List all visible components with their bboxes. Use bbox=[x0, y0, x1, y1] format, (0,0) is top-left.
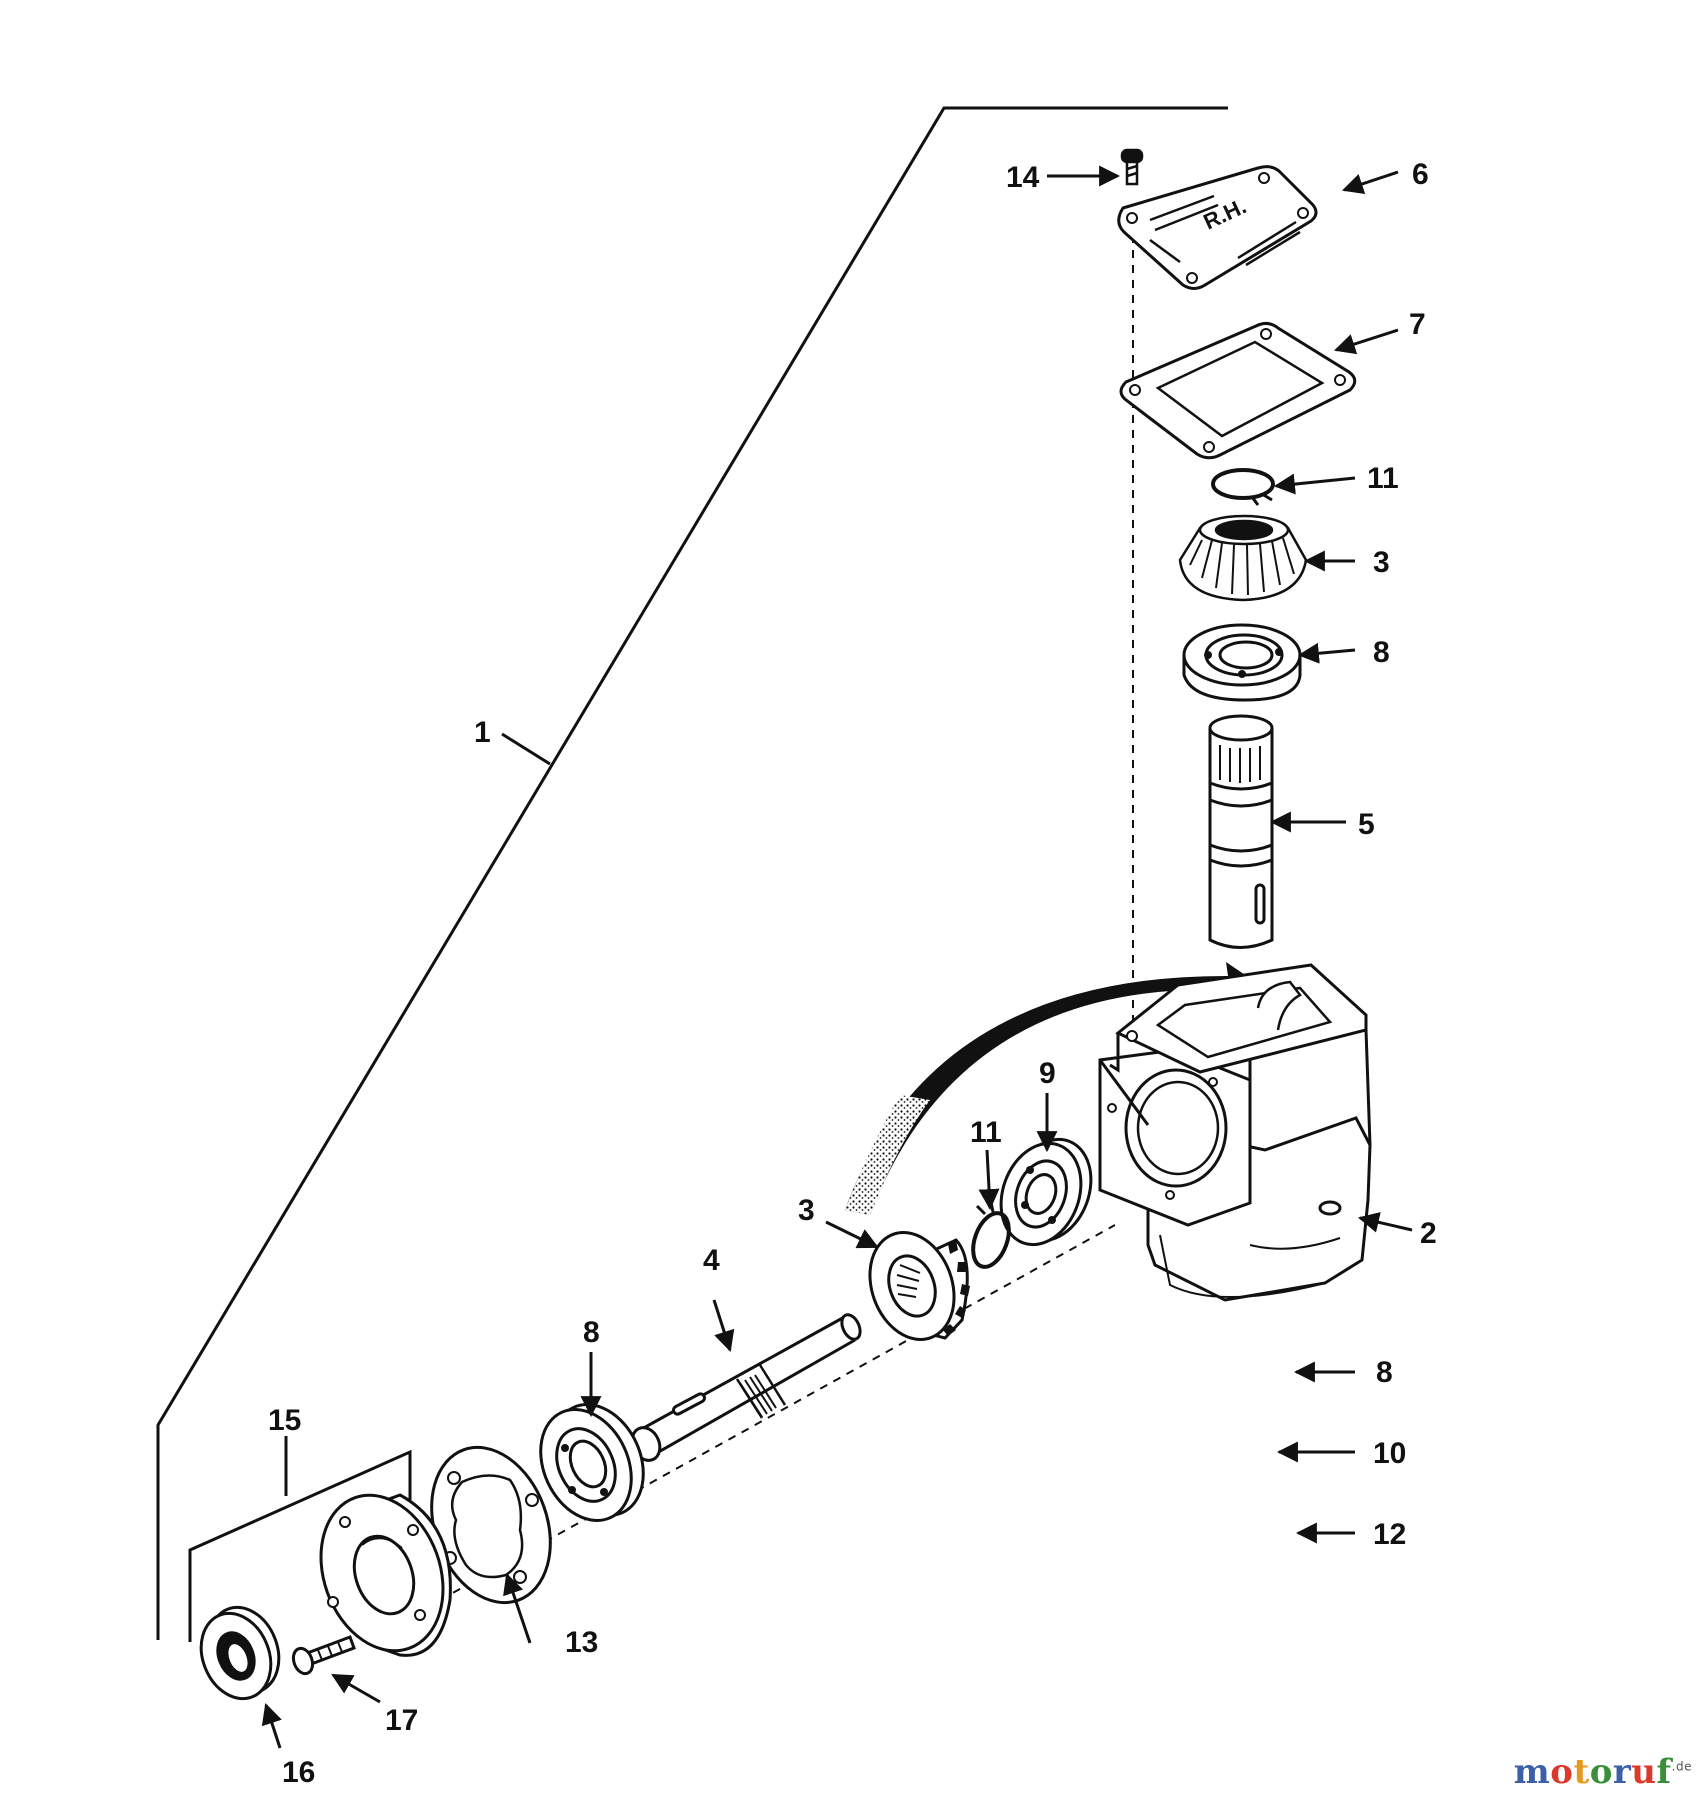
bevel-gear-3-lower bbox=[868, 1231, 970, 1341]
callout-16: 16 bbox=[282, 1756, 315, 1789]
callout-8-left: 8 bbox=[583, 1316, 600, 1349]
leader-arrows bbox=[261, 165, 1413, 1749]
gearbox-housing-2 bbox=[1098, 963, 1372, 1302]
leader-line-1 bbox=[501, 732, 551, 766]
vertical-shaft-5 bbox=[1208, 714, 1274, 949]
bevel-gear-3-upper bbox=[1178, 514, 1308, 602]
gasket-7 bbox=[1119, 321, 1357, 460]
callout-14: 14 bbox=[1006, 161, 1040, 194]
callout-6: 6 bbox=[1412, 158, 1429, 191]
callout-10: 10 bbox=[1373, 1437, 1406, 1470]
callout-4: 4 bbox=[703, 1244, 720, 1277]
callout-11-upper: 11 bbox=[1367, 462, 1399, 495]
bearing-9 bbox=[999, 1137, 1093, 1247]
callout-12: 12 bbox=[1373, 1518, 1406, 1551]
watermark-letter: u bbox=[1631, 1752, 1657, 1792]
callout-2: 2 bbox=[1420, 1217, 1437, 1250]
horizontal-shaft-4 bbox=[630, 1313, 862, 1462]
oil-seal-16 bbox=[199, 1605, 281, 1701]
top-cover-6: R.H. bbox=[1117, 165, 1318, 290]
watermark-letter: t bbox=[1573, 1752, 1590, 1792]
watermark-text: motoruf bbox=[1514, 1752, 1672, 1792]
callout-8-lower: 8 bbox=[1376, 1356, 1393, 1389]
watermark-suffix: .de bbox=[1671, 1759, 1692, 1774]
alignment-axes bbox=[439, 205, 1134, 1601]
bearing-retainer bbox=[319, 1493, 452, 1657]
callout-8-upper: 8 bbox=[1373, 636, 1390, 669]
callout-15: 15 bbox=[268, 1404, 301, 1437]
callout-7: 7 bbox=[1409, 308, 1426, 341]
bearing-8-upper bbox=[1182, 623, 1302, 702]
assembly-bracket-15 bbox=[188, 1449, 412, 1642]
callout-9: 9 bbox=[1039, 1057, 1056, 1090]
assembly-bracket bbox=[156, 106, 1228, 1640]
watermark-letter: m bbox=[1513, 1752, 1551, 1792]
watermark-letter: f bbox=[1656, 1752, 1672, 1792]
callout-3-lower: 3 bbox=[798, 1194, 815, 1227]
screw-14 bbox=[1120, 148, 1144, 186]
snap-ring-11-upper bbox=[1211, 468, 1275, 506]
bearing-8-left bbox=[539, 1403, 645, 1522]
watermark-letter: o bbox=[1550, 1752, 1574, 1792]
callout-13: 13 bbox=[565, 1626, 598, 1659]
watermark-logo: motoruf.de bbox=[1514, 1752, 1692, 1792]
callout-1: 1 bbox=[474, 716, 491, 749]
callout-11-lower: 11 bbox=[970, 1116, 1002, 1149]
callout-3-upper: 3 bbox=[1373, 546, 1390, 579]
bolt-17 bbox=[291, 1635, 356, 1676]
callout-5: 5 bbox=[1358, 808, 1375, 841]
callout-17: 17 bbox=[385, 1704, 418, 1737]
watermark-letter: r bbox=[1612, 1752, 1632, 1792]
callout-labels: 1 2 3 3 4 5 6 7 8 8 8 9 10 11 11 12 13 1… bbox=[268, 158, 1437, 1789]
watermark-letter: o bbox=[1589, 1752, 1613, 1792]
